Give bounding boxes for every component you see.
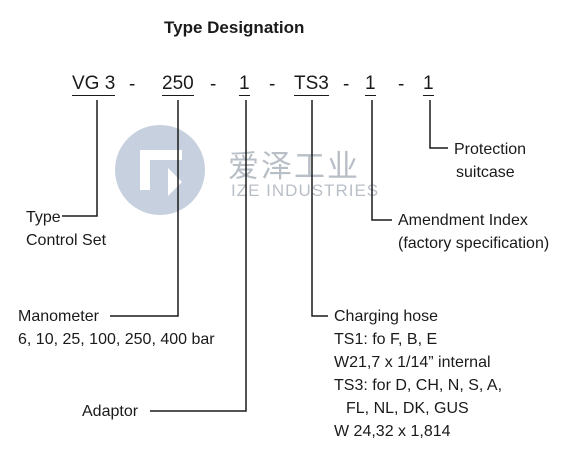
connector-adaptor: [150, 100, 247, 412]
code-adaptor: 1: [239, 73, 250, 96]
label-charging-hose: Charging hose TS1: fo F, B, E W21,7 x 1/…: [334, 308, 503, 440]
connector-protection: [429, 100, 448, 149]
label-protection: Protection suitcase: [454, 141, 527, 181]
code-case: 1: [423, 73, 434, 96]
watermark-cn: 爱泽工业: [228, 149, 360, 184]
connector-charging: [311, 100, 328, 317]
code-dash-2: -: [210, 74, 217, 95]
label-adaptor: Adaptor: [82, 403, 139, 420]
connector-manometer: [110, 100, 179, 317]
code-dash-5: -: [398, 74, 405, 95]
connector-amendment: [371, 100, 392, 221]
code-dash-1: -: [129, 74, 136, 95]
label-manometer: Manometer 6, 10, 25, 100, 250, 400 bar: [18, 308, 215, 348]
label-amendment-index: Amendment Index (factory specification): [398, 212, 550, 252]
code-dash-4: -: [343, 74, 350, 95]
label-type: Type Control Set: [26, 209, 107, 249]
watermark-en: IZE INDUSTRIES: [231, 181, 380, 200]
diagram-title: Type Designation: [164, 18, 305, 37]
code-hose: TS3: [294, 73, 329, 96]
code-amendment: 1: [365, 73, 376, 96]
code-vg3: VG 3: [72, 73, 116, 96]
code-pressure: 250: [162, 73, 194, 96]
connector-type: [62, 100, 98, 217]
code-dash-3: -: [269, 74, 276, 95]
